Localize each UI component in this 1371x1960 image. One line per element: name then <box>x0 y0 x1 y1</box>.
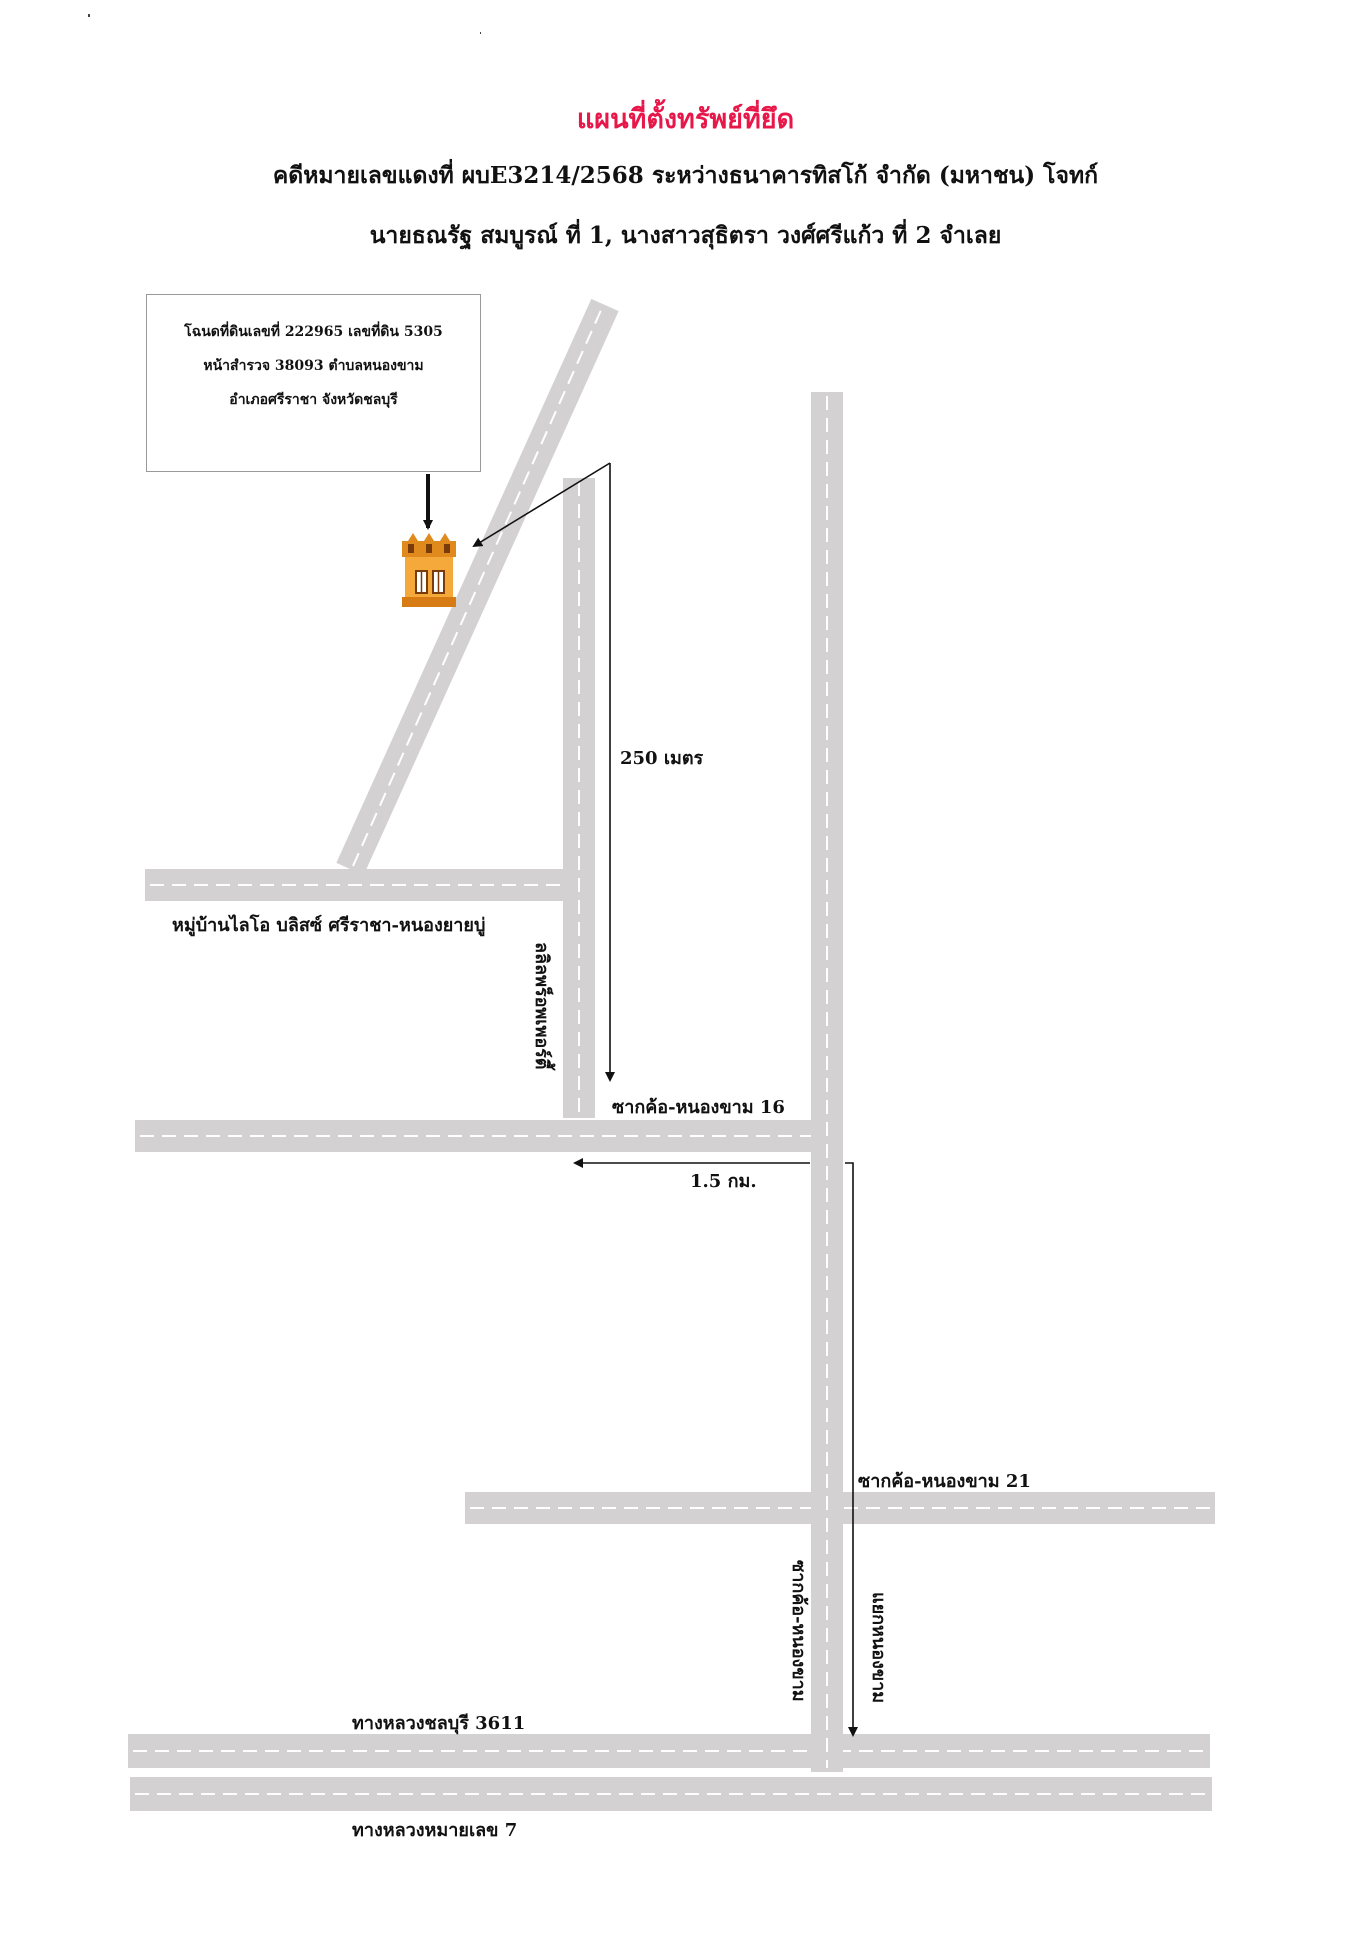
route-arrow-nongkham <box>845 1162 858 1737</box>
deed-line-3: อำเภอศรีราชา จังหวัดชลบุรี <box>229 392 398 408</box>
road-sakkho-main <box>811 392 843 1772</box>
scan-speck <box>88 14 90 17</box>
road-highway-7 <box>130 1777 1212 1811</box>
page-title: แผนที่ตั้งทรัพย์ที่ยึด <box>576 104 795 135</box>
deed-line-1: โฉนดที่ดินเลขที่ 222965 เลขที่ดิน 5305 <box>184 324 443 340</box>
deed-info-box: โฉนดที่ดินเลขที่ 222965 เลขที่ดิน 5305 ห… <box>146 294 481 472</box>
road-diagonal <box>336 298 619 876</box>
label-highway-7: ทางหลวงหมายเลข 7 <box>352 1820 518 1841</box>
label-sakkho-16: ซากค้อ-หนองขาม 16 <box>612 1097 785 1118</box>
road-lalil <box>563 478 595 1118</box>
label-sakkho-21: ซากค้อ-หนองขาม 21 <box>858 1471 1031 1492</box>
label-highway-3611: ทางหลวงชลบุรี 3611 <box>352 1713 526 1734</box>
label-distance-1500m: 1.5 กม. <box>690 1171 757 1192</box>
scan-speck <box>480 32 481 34</box>
road-highway-3611 <box>128 1734 1210 1768</box>
road-village <box>145 869 570 901</box>
case-line: คดีหมายเลขแดงที่ ผบE3214/2568 ระหว่างธนา… <box>272 162 1099 189</box>
route-pointer-house <box>472 462 611 548</box>
house-icon <box>402 533 456 607</box>
deed-line-2: หน้าสำรวจ 38093 ตำบลหนองขาม <box>203 358 424 374</box>
road-sakkho-16 <box>135 1120 840 1152</box>
label-distance-250m: 250 เมตร <box>620 748 704 769</box>
label-village-road: หมู่บ้านไลโอ บลิสซ์ ศรีราชา-หนองยายบู่ <box>172 915 486 936</box>
parties-line: นายธณรัฐ สมบูรณ์ ที่ 1, นางสาวสุธิตรา วง… <box>369 222 1002 249</box>
label-sakkho-main: ซากค้อ-หนองขาม <box>788 1560 809 1702</box>
label-lalil-road: ลลิลพร็อพเพอร์ตี้ <box>531 942 552 1070</box>
label-nongkham-junction: แยกหนองขาม <box>868 1592 889 1704</box>
